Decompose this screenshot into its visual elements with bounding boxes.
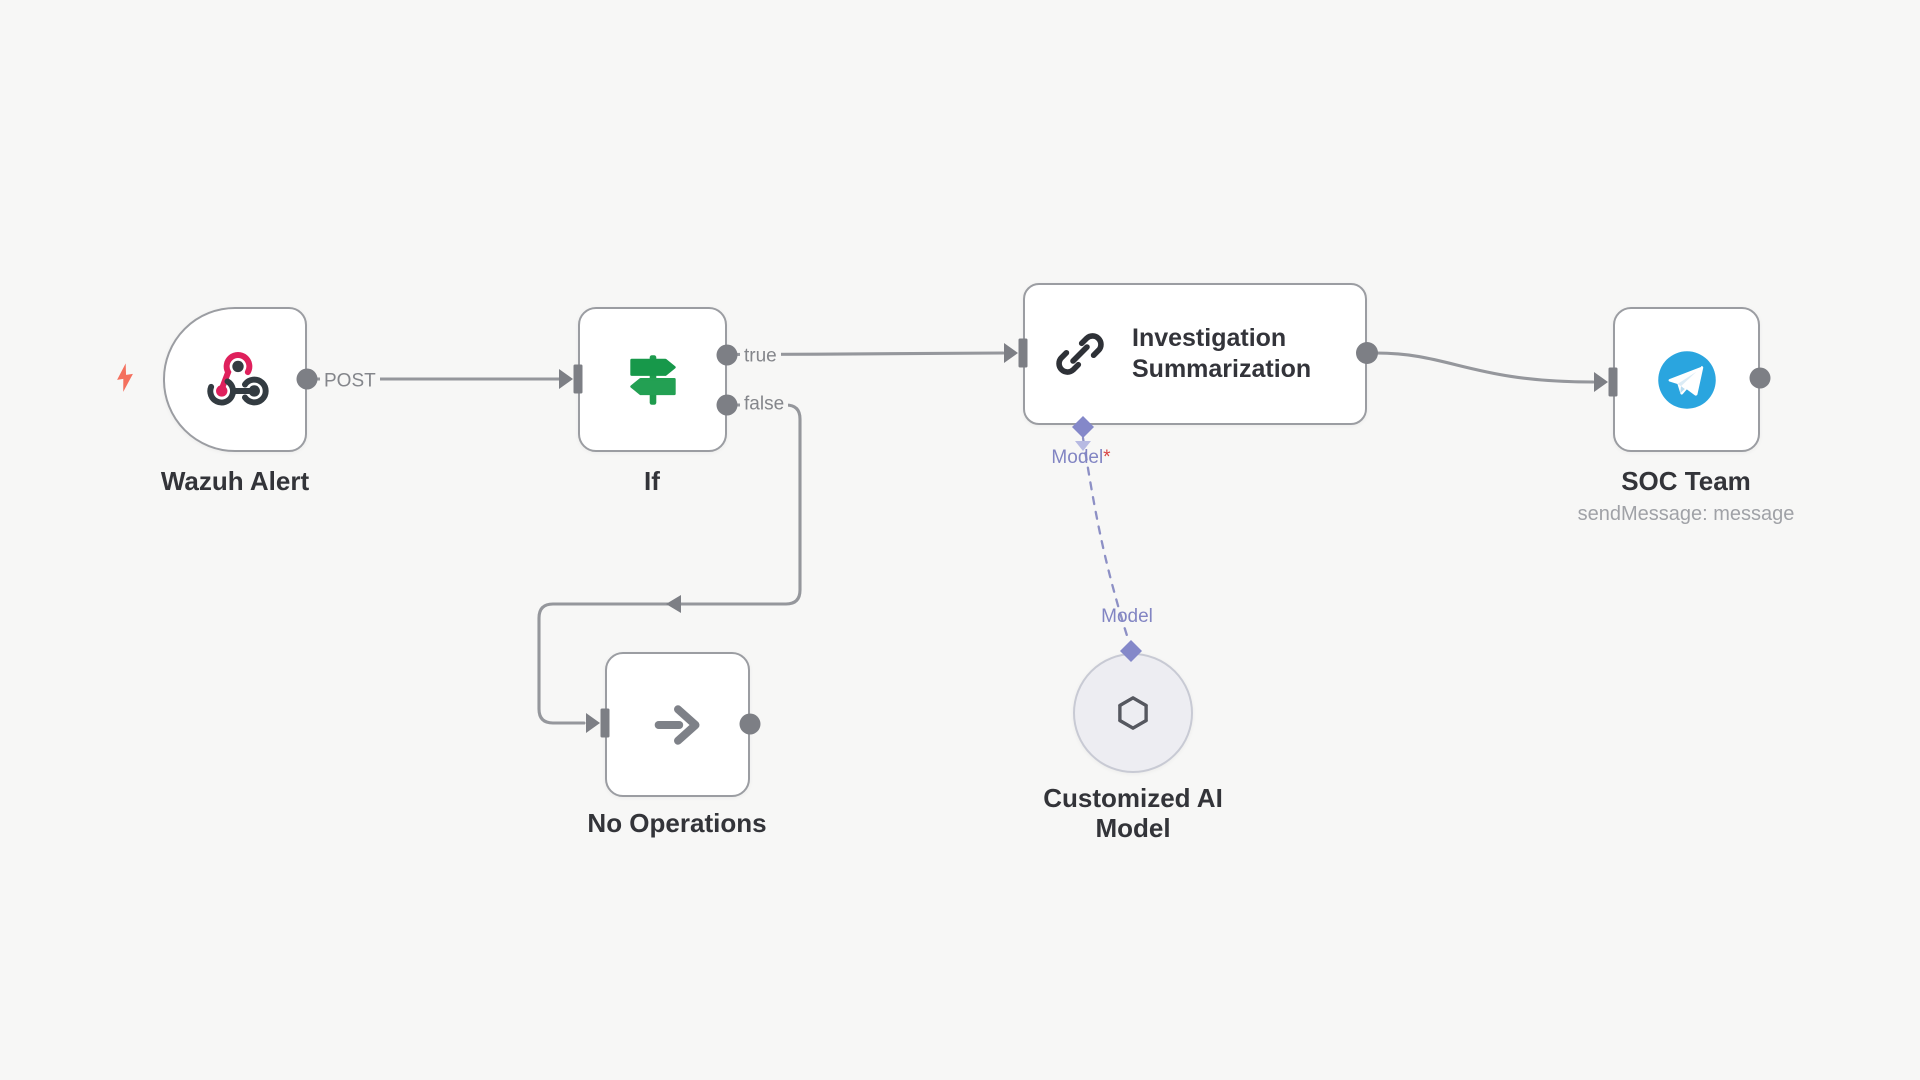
node-no-operations[interactable]: [605, 652, 750, 797]
node-label-customized-ai-model: Customized AI Model: [1043, 783, 1223, 843]
arrow-right-icon: [654, 704, 700, 745]
node-title-investigation: Investigation Summarization: [1132, 324, 1312, 383]
model-port-label: Model*: [1051, 447, 1111, 468]
arrowhead-noop-input: [586, 713, 600, 733]
chain-link-icon: [1056, 333, 1104, 375]
arrowhead-if-input: [559, 369, 573, 389]
node-label-wazuh-alert: Wazuh Alert: [160, 466, 310, 496]
node-wazuh-alert[interactable]: [163, 307, 307, 452]
signpost-icon: [629, 354, 676, 405]
model-input-label: Model: [1101, 606, 1153, 627]
node-label-if: If: [644, 466, 660, 496]
webhook-icon: [207, 351, 269, 405]
node-customized-ai-model[interactable]: [1073, 653, 1193, 773]
node-subtitle-soc-team: sendMessage: message: [1577, 503, 1795, 525]
arrowhead-investigation-input: [1004, 343, 1018, 363]
openai-icon: [1118, 696, 1148, 730]
node-investigation-summarization[interactable]: Investigation Summarization: [1023, 283, 1367, 425]
arrowhead-soc-input: [1594, 372, 1608, 392]
arrowhead-false-branch: [666, 595, 681, 613]
port-label-true: true: [740, 344, 781, 368]
trigger-bolt-icon: [109, 360, 141, 400]
node-if[interactable]: [578, 307, 727, 452]
node-label-soc-team: SOC Team: [1621, 466, 1751, 496]
node-soc-team[interactable]: [1613, 307, 1760, 452]
port-label-false: false: [740, 392, 789, 416]
telegram-icon: [1657, 350, 1716, 409]
edge-investigation-to-soc[interactable]: [1374, 351, 1595, 384]
node-label-no-operations: No Operations: [587, 808, 767, 838]
port-label-post: POST: [320, 369, 380, 393]
